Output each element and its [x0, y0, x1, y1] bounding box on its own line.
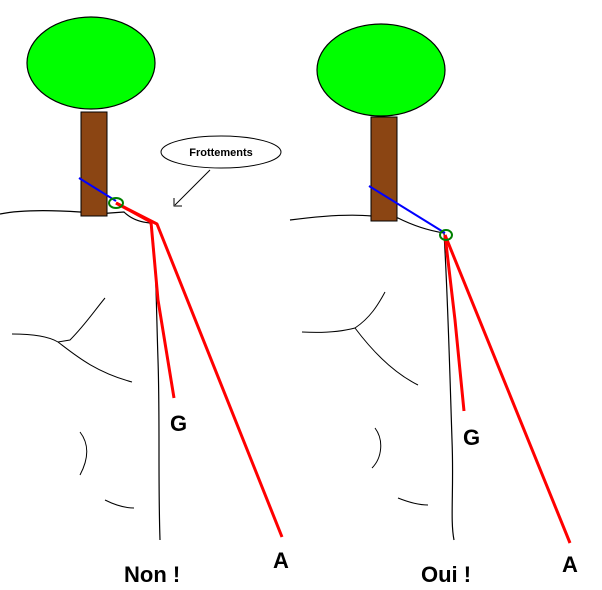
- cliff-edge-left: [0, 210, 161, 541]
- rope-strand-a-right: [443, 234, 572, 544]
- rock-crack-left-2: [79, 431, 88, 476]
- strand-label-a-left: A: [273, 548, 289, 573]
- rock-crack-left-3: [104, 499, 135, 509]
- rope-strand-a-left: [115, 201, 284, 538]
- callout-arrow-head: [173, 198, 182, 207]
- callout-arrow-shaft: [174, 169, 211, 206]
- strand-label-a-right: A: [562, 552, 578, 577]
- sling-left: [78, 177, 117, 202]
- rock-crack-left-1: [11, 297, 133, 383]
- tree-foliage-left: [26, 16, 156, 110]
- rope-strand-g-right: [443, 234, 466, 412]
- callout-bubble: [160, 135, 282, 169]
- strand-label-g-right: G: [463, 425, 480, 450]
- verdict-right: Oui !: [421, 562, 471, 587]
- ring-left: [108, 197, 124, 209]
- callout-label: Frottements: [189, 147, 253, 159]
- rock-crack-right-3: [397, 497, 429, 506]
- verdict-left: Non !: [124, 562, 180, 587]
- sling-right: [368, 185, 446, 234]
- panel-left: Frottements G A Non !: [0, 16, 289, 587]
- rock-crack-right-1: [301, 291, 419, 386]
- tree-trunk-right: [370, 116, 398, 222]
- tree-trunk-left: [80, 111, 108, 217]
- rock-crack-right-2: [371, 427, 382, 469]
- ring-right: [439, 229, 453, 241]
- cliff-edge-right: [289, 214, 455, 541]
- strand-label-g-left: G: [170, 411, 187, 436]
- rope-strand-g-left: [115, 201, 176, 399]
- panel-right: G A Oui !: [289, 23, 578, 587]
- tree-foliage-right: [316, 23, 446, 117]
